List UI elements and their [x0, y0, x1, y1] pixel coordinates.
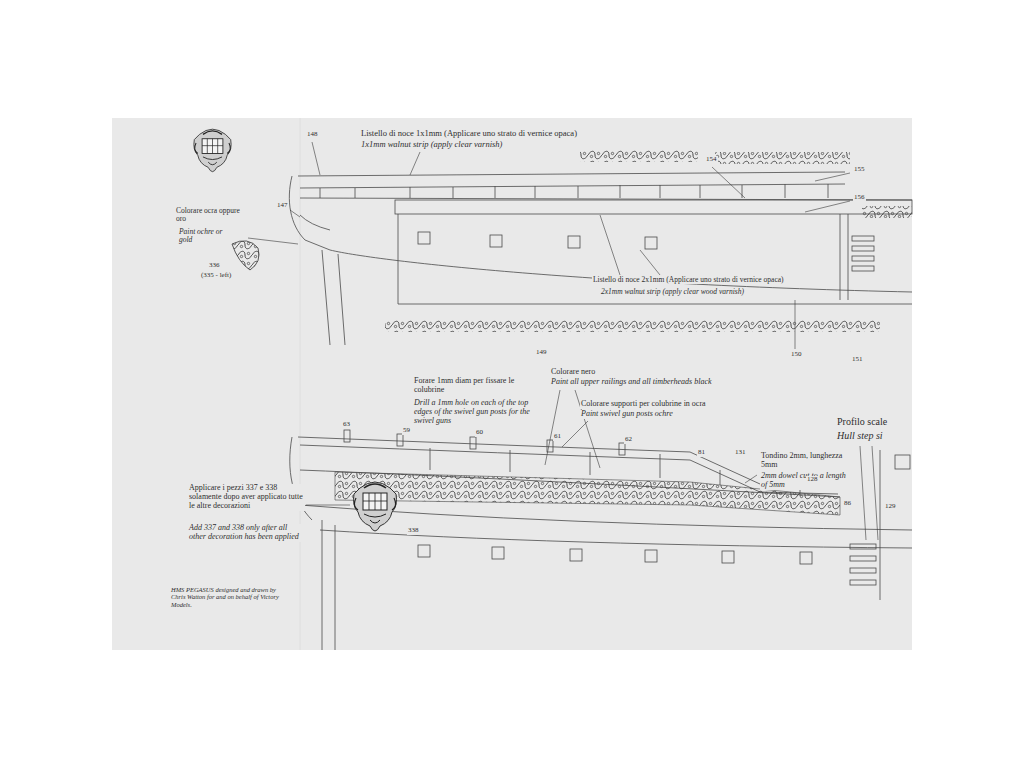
note-text: Listello di noce 1x1mm (Applicare uno st… [360, 129, 578, 139]
note-text: Colorare nero [550, 368, 596, 377]
note-text: Paint swivel gun posts ochre [580, 410, 674, 419]
callout-number: 148 [306, 131, 319, 139]
note-text: Colorare supporti per colubrine in ocra [580, 400, 707, 409]
note-text: 2x1mm walnut strip (apply clear wood var… [600, 288, 745, 296]
callout-number: 62 [624, 436, 633, 444]
note-text: Paint ochre or gold [178, 228, 228, 245]
credit-text: HMS PEGASUS designed and drawn by Chris … [170, 586, 287, 608]
callout-number: 147 [276, 202, 289, 210]
note-text: Colorare ocra oppure oro [175, 207, 249, 224]
decorative-friezes [232, 150, 912, 332]
callout-number: 336 [208, 262, 221, 270]
note-text: Applicare i pezzi 337 e 338 solamente do… [188, 484, 305, 511]
callout-number: 129 [884, 503, 897, 511]
callout-number: 61 [553, 433, 562, 441]
callout-number: 154 [705, 156, 718, 164]
callout-number: 60 [475, 429, 484, 437]
callout-number: 131 [734, 449, 747, 457]
upper-hull-profile [289, 172, 912, 345]
callout-number: 155 [853, 166, 866, 174]
paper [112, 118, 912, 650]
section-title: Profilo scale [836, 416, 888, 427]
stern-carving [354, 482, 397, 531]
note-text: Forare 1mm diam per fissare le colubrine [413, 377, 540, 395]
note-text: 1x1mm walnut strip (apply clear varnish) [360, 140, 503, 150]
leader-lines [248, 142, 878, 540]
callout-number: 63 [342, 421, 351, 429]
callout-number: 81 [697, 449, 706, 457]
note-text: Tondino 2mm, lunghezza 5mm [760, 452, 850, 470]
section-title: Hull step si [836, 430, 884, 441]
note-text: Paint all upper railings and all timberh… [550, 378, 713, 387]
note-text: Add 337 and 338 only after all other dec… [188, 524, 305, 542]
callout-number: 128 [806, 476, 819, 484]
callout-number: 86 [843, 500, 852, 508]
callout-number: 150 [790, 351, 803, 359]
note-text: Drill a 1mm hole on each of the top edge… [413, 399, 540, 426]
callout-number: 151 [851, 356, 864, 364]
note-text: Listello di noce 2x1mm (Applicare uno st… [592, 276, 785, 284]
callout-number: 149 [535, 349, 548, 357]
callout-number: 338 [407, 527, 420, 535]
callout-number: 59 [402, 427, 411, 435]
stern-carving [194, 129, 231, 171]
callout-number: (335 - left) [200, 272, 232, 280]
callout-number: 156 [853, 194, 866, 202]
lower-hull-profile [290, 430, 912, 650]
